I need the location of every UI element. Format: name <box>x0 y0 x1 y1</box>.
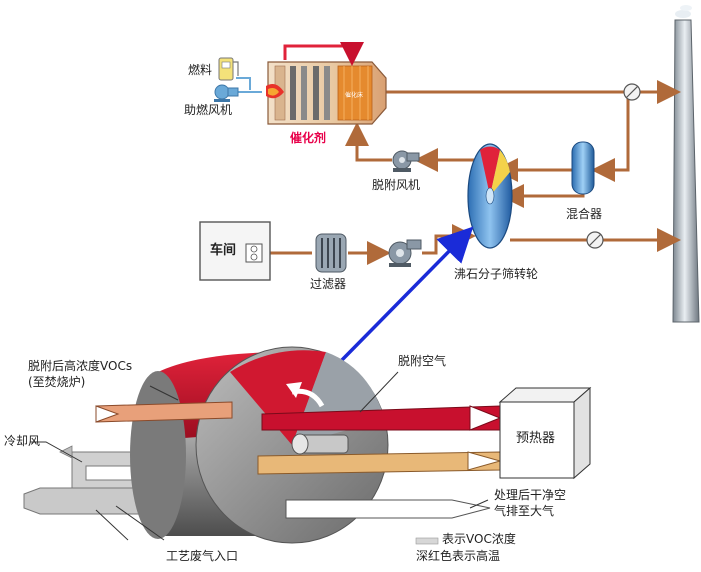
catalytic-reactor: 催化床 <box>266 42 387 125</box>
clean-air-label-line1: 处理后干净空 <box>494 488 567 502</box>
zeolite-wheel-top <box>467 143 513 249</box>
valve-bottom <box>586 231 604 249</box>
legend-voc-swatch <box>415 537 439 545</box>
fuel-label: 燃料 <box>188 63 213 77</box>
high-conc-voc-label: 脱附后高浓度VOCs <box>28 359 133 373</box>
desorption-air-duct <box>261 405 502 431</box>
legend-red-label: 深红色表示高温 <box>416 549 501 563</box>
workshop-box <box>199 221 271 281</box>
filter-label: 过滤器 <box>310 277 347 291</box>
booster-fan-icon <box>214 84 239 102</box>
filter-icon <box>315 233 347 273</box>
legend-voc-label: 表示VOC浓度 <box>442 532 516 546</box>
catalyst-label: 催化剂 <box>290 131 327 145</box>
clean-air-label-line2: 气排至大气 <box>494 504 555 518</box>
zeolite-wheel-label: 沸石分子筛转轮 <box>454 267 539 281</box>
link-arrow <box>338 226 474 364</box>
to-incinerator-label: (至焚烧炉) <box>28 375 86 389</box>
preheater-label: 预热器 <box>516 431 556 446</box>
desorption-fan-icon <box>392 150 420 172</box>
booster-fan-label: 助燃风机 <box>184 103 233 117</box>
desorption-fan-label: 脱附风机 <box>372 178 421 192</box>
desorption-air-label: 脱附空气 <box>398 354 447 368</box>
preheater-box <box>498 386 592 480</box>
high-conc-voc-duct <box>95 401 233 423</box>
chimney <box>672 5 700 323</box>
catalyst-bed-label: 催化床 <box>345 91 363 99</box>
process-fan-icon <box>388 239 422 267</box>
fuel-pump-icon <box>218 57 239 81</box>
mixer-label: 混合器 <box>566 207 603 221</box>
workshop-label: 车间 <box>210 243 237 258</box>
valve-top <box>623 83 641 101</box>
mixer-icon <box>571 141 595 195</box>
process-gas-inlet-label: 工艺废气入口 <box>166 549 239 563</box>
cooling-to-preheater-duct <box>257 451 502 475</box>
leader-lines <box>30 371 489 541</box>
clean-air-duct <box>285 499 491 519</box>
cooling-air-label: 冷却风 <box>4 434 41 448</box>
